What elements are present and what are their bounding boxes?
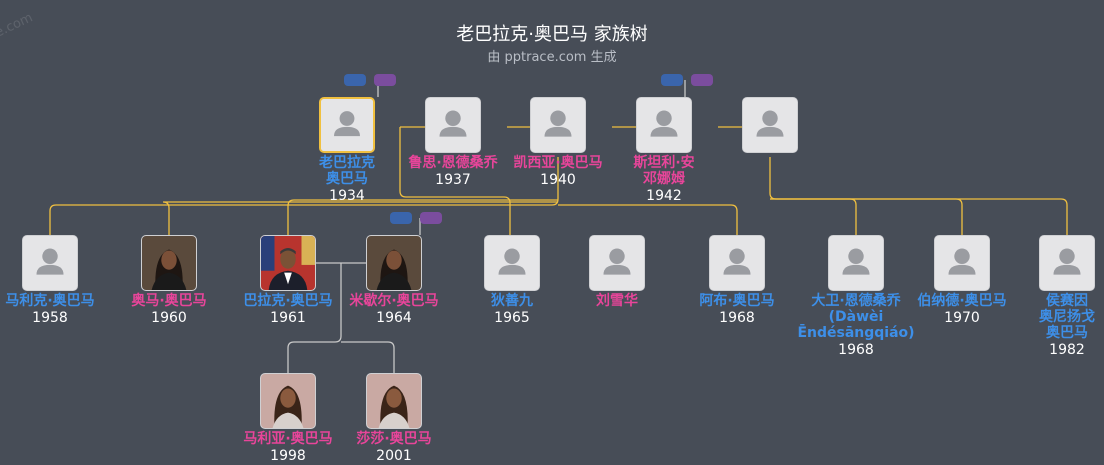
person-birth-year: 1942 bbox=[646, 188, 682, 204]
person-placeholder-icon[interactable] bbox=[530, 97, 586, 153]
person-placeholder-icon[interactable] bbox=[1039, 235, 1095, 291]
person-birth-year: 1968 bbox=[838, 342, 874, 358]
parent-link bbox=[558, 204, 738, 235]
person-name[interactable]: 马利克·奥巴马 bbox=[5, 293, 95, 309]
person-birth-year: 2001 bbox=[376, 448, 412, 464]
person-birth-year: 1961 bbox=[270, 310, 306, 326]
person-birth-year: 1937 bbox=[435, 172, 471, 188]
parent-link bbox=[287, 199, 558, 235]
person-photo[interactable] bbox=[260, 235, 316, 291]
parent-link bbox=[287, 263, 342, 373]
person-birth-year: 1965 bbox=[494, 310, 530, 326]
husband-marker[interactable] bbox=[344, 74, 366, 86]
wife-marker[interactable] bbox=[420, 212, 442, 224]
person-name[interactable]: 阿布·奥巴马 bbox=[699, 293, 775, 309]
person-name[interactable]: 莎莎·奥巴马 bbox=[356, 431, 432, 447]
person-name[interactable]: 凯西亚·奥巴马 bbox=[513, 155, 603, 171]
wife-marker[interactable] bbox=[374, 74, 396, 86]
person-placeholder-icon[interactable] bbox=[709, 235, 765, 291]
husband-marker[interactable] bbox=[390, 212, 412, 224]
person-placeholder-icon[interactable] bbox=[22, 235, 78, 291]
person-placeholder-icon[interactable] bbox=[742, 97, 798, 153]
person-name[interactable]: 斯坦利·安邓娜姆 bbox=[633, 155, 695, 187]
person-name[interactable]: 老巴拉克奥巴马 bbox=[319, 155, 375, 187]
person-birth-year: 1940 bbox=[540, 172, 576, 188]
person-placeholder-icon[interactable] bbox=[934, 235, 990, 291]
person-photo[interactable] bbox=[366, 373, 422, 429]
person-label: 刘雪华 bbox=[552, 293, 682, 310]
person-name[interactable]: 米歇尔·奥巴马 bbox=[349, 293, 439, 309]
person-name[interactable]: 巴拉克·奥巴马 bbox=[243, 293, 333, 309]
person-name[interactable]: 侯赛因奥尼扬戈奥巴马 bbox=[1039, 293, 1095, 341]
parent-link bbox=[769, 157, 857, 235]
person-placeholder-icon[interactable] bbox=[484, 235, 540, 291]
parent-link bbox=[341, 341, 395, 373]
person-name[interactable]: 刘雪华 bbox=[596, 293, 638, 309]
person-birth-year: 1960 bbox=[151, 310, 187, 326]
parent-link bbox=[770, 198, 1068, 235]
person-name[interactable]: 鲁思·恩德桑乔 bbox=[408, 155, 498, 171]
person-photo[interactable] bbox=[260, 373, 316, 429]
wife-marker[interactable] bbox=[691, 74, 713, 86]
person-birth-year: 1998 bbox=[270, 448, 306, 464]
person-placeholder-icon[interactable] bbox=[319, 97, 375, 153]
person-birth-year: 1958 bbox=[32, 310, 68, 326]
person-label bbox=[705, 155, 835, 156]
person-birth-year: 1964 bbox=[376, 310, 412, 326]
person-placeholder-icon[interactable] bbox=[425, 97, 481, 153]
person-placeholder-icon[interactable] bbox=[589, 235, 645, 291]
page-subtitle: 由 pptrace.com 生成 bbox=[487, 50, 617, 65]
husband-marker[interactable] bbox=[661, 74, 683, 86]
person-birth-year: 1970 bbox=[944, 310, 980, 326]
person-photo[interactable] bbox=[366, 235, 422, 291]
person-birth-year: 1934 bbox=[329, 188, 365, 204]
person-birth-year: 1968 bbox=[719, 310, 755, 326]
person-name[interactable]: 奥马·奥巴马 bbox=[131, 293, 207, 309]
person-birth-year: 1982 bbox=[1049, 342, 1085, 358]
page-title: 老巴拉克·奥巴马 家族树 bbox=[456, 24, 648, 45]
parent-link bbox=[770, 198, 963, 235]
person-photo[interactable] bbox=[141, 235, 197, 291]
person-name[interactable]: 马利亚·奥巴马 bbox=[243, 431, 333, 447]
person-placeholder-icon[interactable] bbox=[828, 235, 884, 291]
person-name[interactable]: 伯纳德·奥巴马 bbox=[917, 293, 1007, 309]
parent-link bbox=[162, 201, 558, 235]
person-name[interactable]: 狄善九 bbox=[491, 293, 533, 309]
person-placeholder-icon[interactable] bbox=[636, 97, 692, 153]
